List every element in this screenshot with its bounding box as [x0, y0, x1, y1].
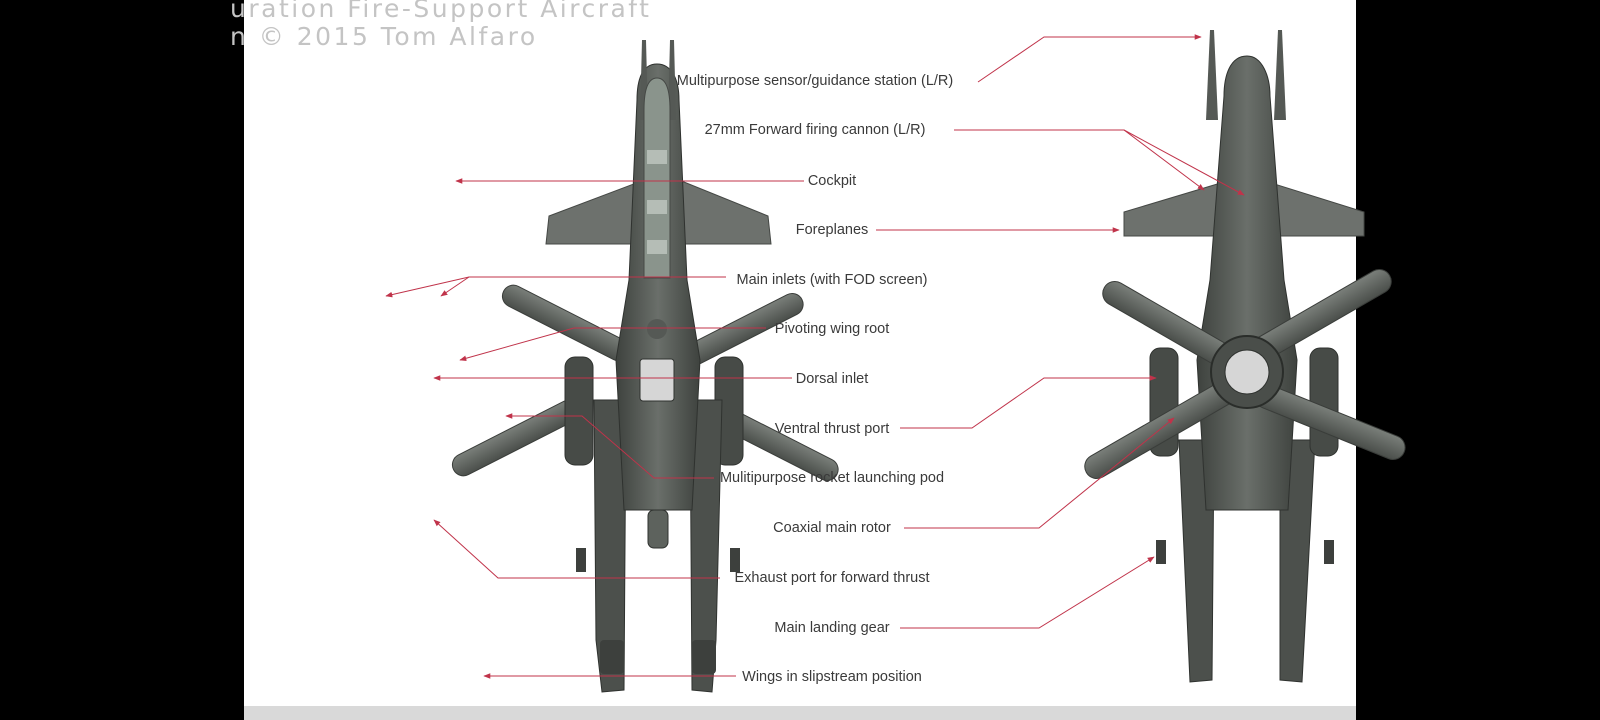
label-main-inlets: Main inlets (with FOD screen) — [736, 272, 928, 288]
aircraft-bottom-view — [1084, 30, 1406, 683]
label-dorsal-inlet: Dorsal inlet — [795, 371, 869, 387]
label-foreplanes: Foreplanes — [795, 222, 869, 238]
diagram-title-line-1: uration Fire-Support Aircraft — [230, 0, 652, 23]
label-landing-gear: Main landing gear — [774, 620, 890, 636]
diagram-viewport: uration Fire-Support Aircraft n © 2015 T… — [230, 0, 1406, 720]
label-cockpit: Cockpit — [807, 173, 857, 189]
label-exhaust-port: Exhaust port for forward thrust — [734, 570, 930, 586]
label-rocket-pod: Mulitipurpose rocket launching pod — [719, 470, 945, 486]
label-coaxial-rotor: Coaxial main rotor — [773, 520, 891, 536]
dorsal-inlet-left-view — [639, 358, 675, 402]
label-ventral-thrust-port: Ventral thrust port — [774, 421, 890, 437]
exhaust-port — [647, 509, 669, 549]
bottom-strip — [244, 706, 1356, 720]
label-sensor-station: Multipurpose sensor/guidance station (L/… — [676, 73, 954, 89]
label-forward-cannon: 27mm Forward firing cannon (L/R) — [704, 122, 926, 138]
leader-lines — [385, 34, 1245, 679]
ventral-thrust-port — [1224, 349, 1270, 395]
aircraft-top-view — [451, 40, 839, 693]
rocket-pod-left — [564, 356, 594, 466]
label-pivoting-wing-root: Pivoting wing root — [774, 321, 890, 337]
aircraft-diagram — [385, 30, 1406, 693]
label-wings-slipstream: Wings in slipstream position — [742, 669, 922, 685]
diagram-title-line-2: n © 2015 Tom Alfaro — [230, 22, 538, 51]
canopy-left-view — [643, 77, 671, 279]
rotor-blades-left-view — [451, 284, 839, 482]
